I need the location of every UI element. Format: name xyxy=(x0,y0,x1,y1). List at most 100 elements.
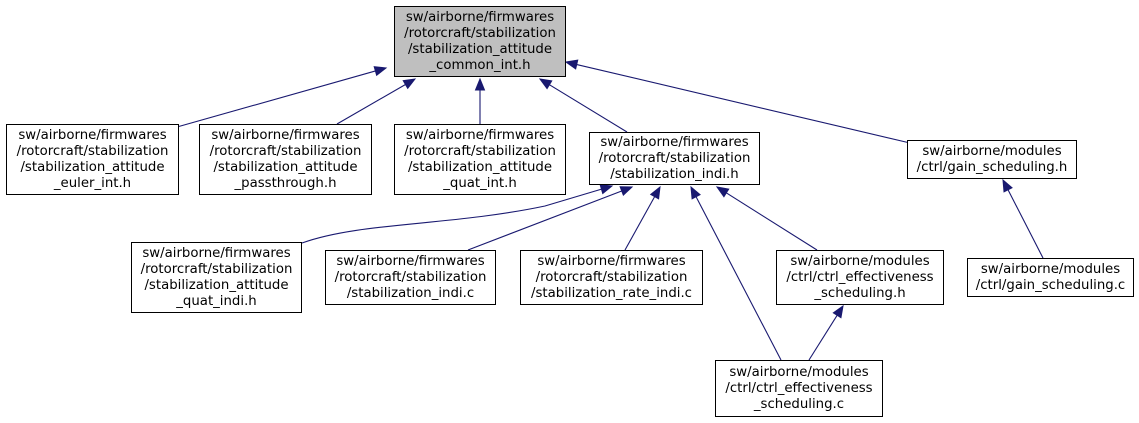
node-indi-h[interactable]: sw/airborne/firmwares/rotorcraft/stabili… xyxy=(589,132,760,185)
node-label-line: /stabilization_attitude xyxy=(20,160,164,175)
node-label-line: _quat_int.h xyxy=(442,176,517,191)
node-box xyxy=(776,250,944,305)
node-label-line: sw/airborne/modules xyxy=(790,254,929,269)
node-label-line: sw/airborne/firmwares xyxy=(211,128,359,143)
arrowhead-icon xyxy=(402,78,417,90)
node-label-line: sw/airborne/firmwares xyxy=(142,246,290,261)
node-label-line: /rotorcraft/stabilization xyxy=(17,144,169,159)
node-label-line: _euler_int.h xyxy=(53,176,131,191)
node-label-line: /stabilization_rate_indi.c xyxy=(531,286,692,301)
edges-layer xyxy=(176,59,1044,361)
node-label-line: /stabilization_indi.c xyxy=(347,286,474,301)
edge-ctrl_eff_sched_c-to-indi_h xyxy=(690,185,782,361)
node-label-line: sw/airborne/firmwares xyxy=(18,128,166,143)
node-label-line: /rotorcraft/stabilization xyxy=(141,262,293,277)
node-box xyxy=(6,124,179,195)
node-label-line: /rotorcraft/stabilization xyxy=(210,144,362,159)
arrowhead-icon xyxy=(715,186,730,198)
edge-indi_c-to-indi_h xyxy=(467,186,634,251)
arrowhead-icon xyxy=(619,186,634,197)
node-label-line: sw/airborne/firmwares xyxy=(600,135,748,150)
arrowhead-icon xyxy=(832,304,844,319)
node-label-line: /ctrl/ctrl_effectiveness xyxy=(786,270,933,285)
edge-line xyxy=(1007,188,1044,259)
node-box xyxy=(394,6,566,77)
arrowhead-icon xyxy=(474,77,486,91)
node-quat-indi-h[interactable]: sw/airborne/firmwares/rotorcraft/stabili… xyxy=(131,242,302,313)
edge-line xyxy=(467,190,623,251)
node-label-line: sw/airborne/firmwares xyxy=(336,254,484,269)
edge-line xyxy=(301,188,603,244)
node-label-line: sw/airborne/modules xyxy=(981,262,1120,277)
node-box xyxy=(520,250,703,305)
edge-quat_int_h-to-common_int_h xyxy=(474,77,486,124)
node-label-line: sw/airborne/firmwares xyxy=(537,254,685,269)
node-label-line: sw/airborne/firmwares xyxy=(406,10,554,25)
node-label-line: /rotorcraft/stabilization xyxy=(404,144,556,159)
arrowhead-icon xyxy=(538,78,553,90)
node-label-line: _scheduling.c xyxy=(753,397,844,412)
edge-passthrough_h-to-common_int_h xyxy=(336,78,417,125)
node-box xyxy=(325,250,496,305)
edge-line xyxy=(176,70,377,128)
node-label-line: _scheduling.h xyxy=(813,286,905,301)
arrowhead-icon xyxy=(690,185,701,200)
nodes-layer: sw/airborne/firmwares/rotorcraft/stabili… xyxy=(6,6,1134,417)
arrowhead-icon xyxy=(649,185,661,200)
edge-line xyxy=(336,83,407,125)
arrowhead-icon xyxy=(599,184,614,195)
edge-gain_scheduling_h-to-common_int_h xyxy=(564,59,911,144)
edge-quat_indi_h-to-indi_h xyxy=(301,184,614,244)
node-euler-int-h[interactable]: sw/airborne/firmwares/rotorcraft/stabili… xyxy=(6,124,179,195)
node-label-line: /stabilization_indi.h xyxy=(610,167,738,182)
node-passthrough-h[interactable]: sw/airborne/firmwares/rotorcraft/stabili… xyxy=(199,124,372,195)
node-box xyxy=(131,242,302,313)
edge-line xyxy=(725,191,818,251)
node-label-line: /ctrl/gain_scheduling.c xyxy=(976,278,1126,293)
edge-euler_int_h-to-common_int_h xyxy=(176,66,388,128)
edge-rate_indi_c-to-indi_h xyxy=(624,185,661,251)
node-label-line: /rotorcraft/stabilization xyxy=(599,151,751,166)
node-gain-scheduling-c[interactable]: sw/airborne/modules/ctrl/gain_scheduling… xyxy=(967,258,1134,297)
edge-line xyxy=(575,63,911,144)
edge-ctrl_eff_sched_h-to-indi_h xyxy=(715,186,818,251)
node-label-line: sw/airborne/firmwares xyxy=(406,128,554,143)
node-box xyxy=(967,258,1134,297)
node-label-line: /stabilization_attitude xyxy=(213,160,357,175)
node-quat-int-h[interactable]: sw/airborne/firmwares/rotorcraft/stabili… xyxy=(394,124,566,195)
node-box xyxy=(907,140,1077,179)
node-label-line: /stabilization_attitude xyxy=(144,278,288,293)
node-ctrl-eff-sched-h[interactable]: sw/airborne/modules/ctrl/ctrl_effectiven… xyxy=(776,250,944,305)
node-indi-c[interactable]: sw/airborne/firmwares/rotorcraft/stabili… xyxy=(325,250,496,305)
node-label-line: sw/airborne/modules xyxy=(922,144,1061,159)
node-label-line: /ctrl/gain_scheduling.h xyxy=(917,160,1068,175)
node-box xyxy=(589,132,760,185)
node-label-line: /rotorcraft/stabilization xyxy=(335,270,487,285)
node-common-int-h: sw/airborne/firmwares/rotorcraft/stabili… xyxy=(394,6,566,77)
node-label-line: _passthrough.h xyxy=(234,176,337,191)
edge-line xyxy=(808,314,839,361)
node-rate-indi-c[interactable]: sw/airborne/firmwares/rotorcraft/stabili… xyxy=(520,250,703,305)
edge-line xyxy=(624,195,656,251)
node-box xyxy=(199,124,372,195)
edge-line xyxy=(695,195,782,361)
node-label-line: sw/airborne/modules xyxy=(729,365,868,380)
arrowhead-icon xyxy=(564,59,579,70)
edge-line xyxy=(548,83,628,133)
node-label-line: /ctrl/ctrl_effectiveness xyxy=(725,381,872,396)
edge-indi_h-to-common_int_h xyxy=(538,78,628,133)
node-gain-scheduling-h[interactable]: sw/airborne/modules/ctrl/gain_scheduling… xyxy=(907,140,1077,179)
node-ctrl-eff-sched-c[interactable]: sw/airborne/modules/ctrl/ctrl_effectiven… xyxy=(715,360,883,417)
node-label-line: _quat_indi.h xyxy=(175,294,256,309)
node-box xyxy=(715,360,883,417)
node-label-line: /rotorcraft/stabilization xyxy=(404,26,556,41)
node-label-line: /stabilization_attitude xyxy=(408,42,552,57)
node-label-line: _common_int.h xyxy=(428,58,530,73)
node-label-line: /rotorcraft/stabilization xyxy=(536,270,688,285)
edge-gain_scheduling_c-to-gain_scheduling_h xyxy=(1002,178,1044,259)
arrowhead-icon xyxy=(373,66,388,77)
arrowhead-icon xyxy=(1002,178,1013,193)
edge-ctrl_eff_sched_c-to-ctrl_eff_sched_h xyxy=(808,304,844,361)
node-box xyxy=(394,124,566,195)
